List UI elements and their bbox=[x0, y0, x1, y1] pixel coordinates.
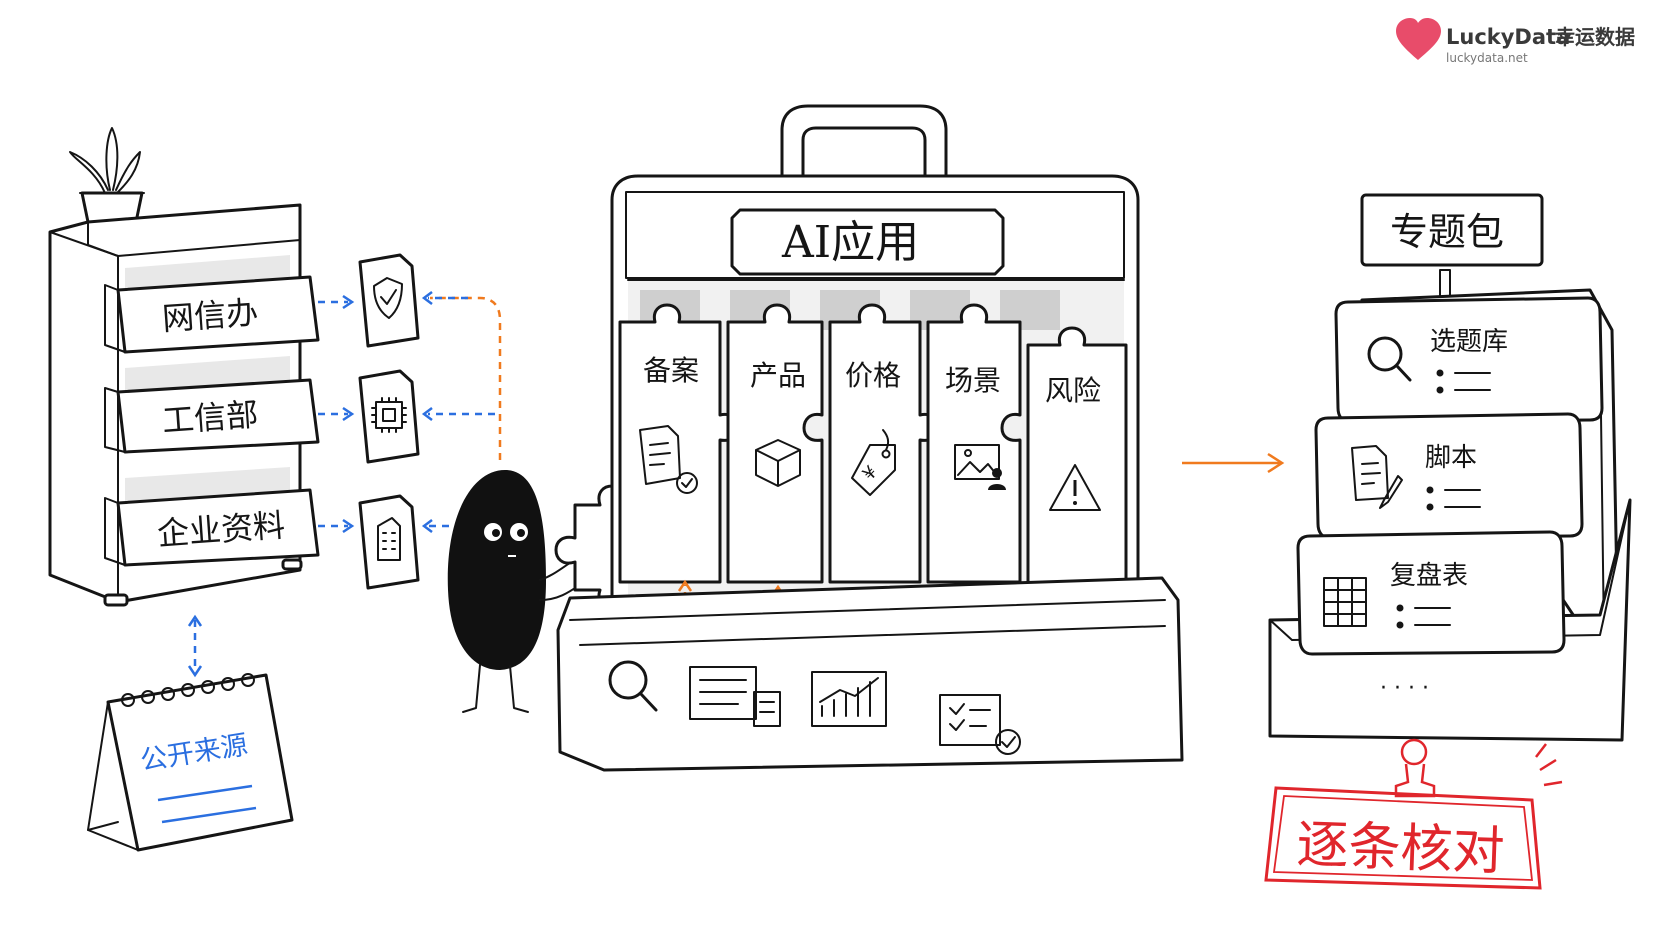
verify-stamp: 逐条核对 bbox=[1264, 738, 1563, 890]
logo: LuckyData 幸运数据 luckydata.net bbox=[1396, 18, 1635, 65]
doc-chip bbox=[358, 369, 420, 464]
document-seal-icon bbox=[639, 425, 698, 494]
card-label: 脚本 bbox=[1425, 443, 1477, 473]
plant-icon bbox=[69, 127, 145, 224]
toolbox-title-plaque: AI应用 bbox=[730, 208, 1005, 276]
drawer-label: 网信办 bbox=[161, 293, 259, 338]
doc-shield bbox=[358, 253, 420, 348]
toolbox-tray bbox=[556, 576, 1184, 772]
character-body bbox=[447, 470, 546, 670]
picture-person-icon bbox=[954, 444, 1006, 490]
tab-price[interactable]: 价格 ¥ bbox=[828, 303, 940, 584]
shield-check-icon bbox=[373, 277, 403, 319]
tab-label: 风险 bbox=[1045, 374, 1101, 407]
drawer-gongxinbu[interactable]: 工信部 bbox=[104, 378, 320, 454]
tab-product[interactable]: 产品 bbox=[726, 303, 824, 584]
card-script[interactable]: 脚本 bbox=[1314, 412, 1584, 540]
magnifier-icon bbox=[1367, 336, 1412, 382]
cabinet-calendar-arrow bbox=[187, 614, 203, 678]
tab-label: 产品 bbox=[750, 359, 806, 392]
package-sign: 专题包 bbox=[1360, 193, 1544, 267]
doc-building bbox=[358, 494, 420, 590]
warning-icon bbox=[1049, 464, 1101, 511]
report-cards-icon bbox=[689, 666, 781, 727]
stamp-text: 逐条核对 bbox=[1296, 815, 1506, 882]
tab-risk[interactable]: 风险 bbox=[1026, 326, 1128, 594]
tab-label: 价格 bbox=[845, 359, 901, 392]
logo-brand-cn: 幸运数据 bbox=[1555, 25, 1635, 49]
card-topic-library[interactable]: 选题库 bbox=[1334, 296, 1604, 424]
drawer-label: 企业资料 bbox=[156, 506, 286, 553]
magnifier-icon bbox=[608, 660, 658, 712]
drawer-company-docs[interactable]: 企业资料 bbox=[104, 488, 320, 567]
cube-icon bbox=[755, 439, 801, 487]
drawer-wangxinban[interactable]: 网信办 bbox=[104, 275, 320, 354]
heart-logo-icon bbox=[1396, 18, 1441, 60]
logo-url: luckydata.net bbox=[1446, 51, 1528, 65]
stamp-handle-icon bbox=[1394, 738, 1436, 798]
document-pen-icon bbox=[1351, 445, 1403, 509]
building-icon bbox=[377, 517, 401, 561]
tab-filing[interactable]: 备案 bbox=[618, 303, 740, 584]
tab-label: 场景 bbox=[945, 364, 1001, 397]
logo-brand: LuckyData bbox=[1446, 25, 1570, 49]
card-label: 复盘表 bbox=[1390, 561, 1468, 591]
tab-scenario[interactable]: 场景 bbox=[926, 303, 1022, 584]
tab-label: 备案 bbox=[643, 354, 699, 387]
card-review-sheet[interactable]: 复盘表 bbox=[1296, 530, 1566, 656]
toolbox-title: AI应用 bbox=[781, 217, 919, 268]
output-arrow bbox=[1182, 452, 1285, 474]
table-icon bbox=[1323, 577, 1367, 627]
package-more: · · · · bbox=[1380, 676, 1429, 701]
bar-chart-icon bbox=[811, 671, 887, 727]
calendar-rings bbox=[121, 673, 255, 707]
checklist-icon bbox=[939, 694, 1021, 755]
chip-icon bbox=[371, 397, 407, 433]
drawer-to-doc-arrows bbox=[318, 294, 355, 534]
calendar-public-sources: 公开来源 bbox=[87, 673, 294, 852]
card-label: 选题库 bbox=[1430, 327, 1508, 357]
package-sign-text: 专题包 bbox=[1390, 210, 1504, 254]
drawer-label: 工信部 bbox=[161, 395, 259, 440]
